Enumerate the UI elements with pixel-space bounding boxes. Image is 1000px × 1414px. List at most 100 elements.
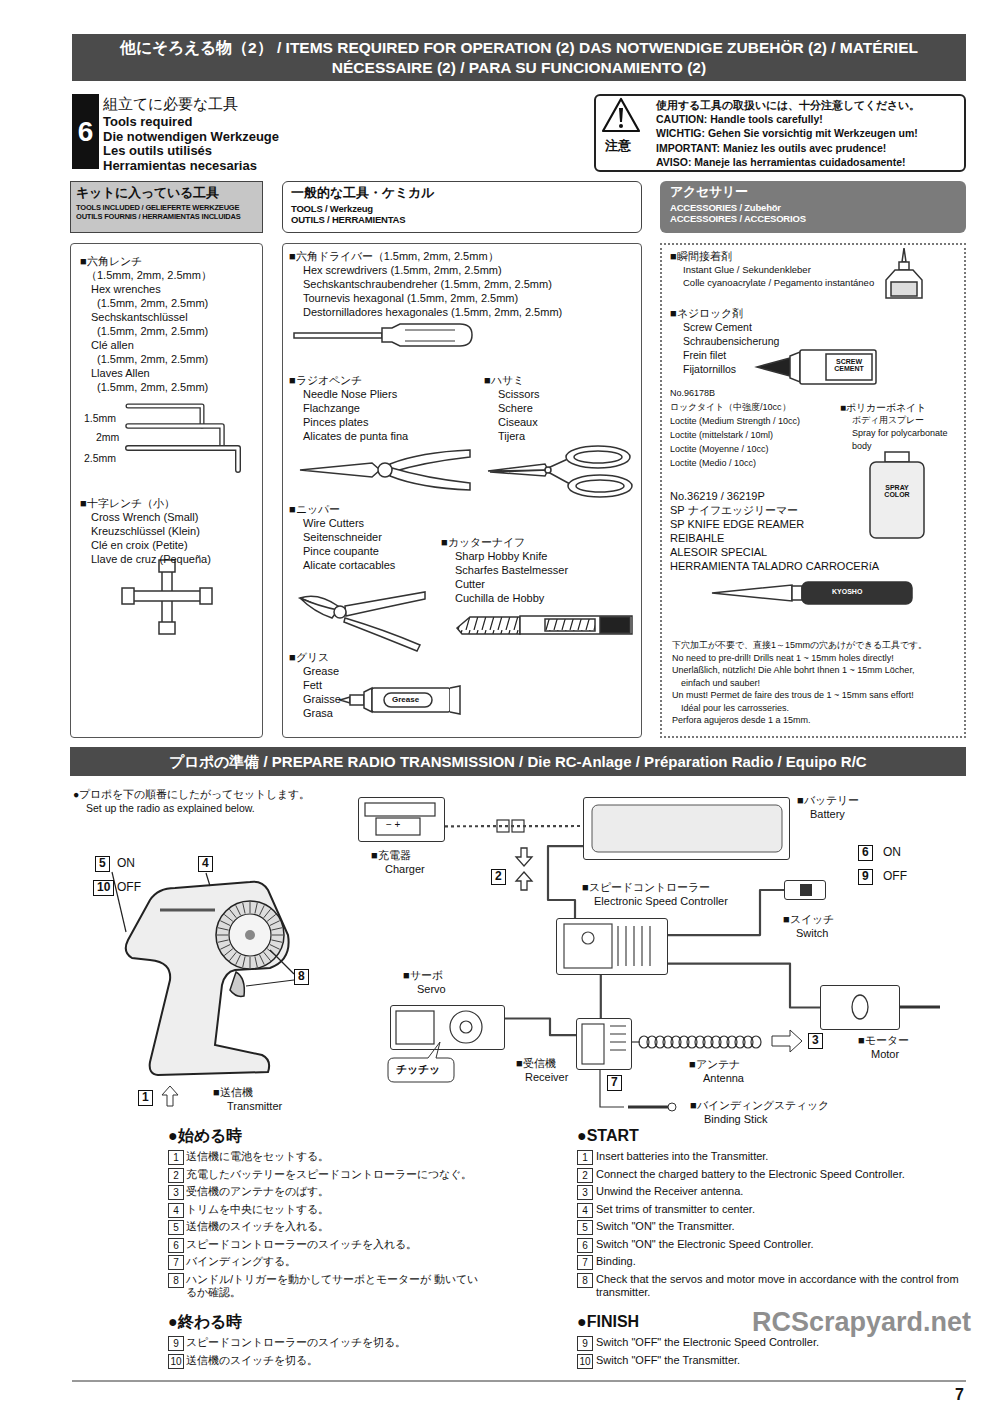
transmitter — [270, 945, 280, 950]
node-text: TOOLS INCLUDED / GELIEFERTE WERKZEUGE — [76, 203, 257, 212]
step-number: 3 — [168, 1185, 184, 1200]
spray-can — [870, 452, 924, 538]
callout-number: 6 — [858, 845, 873, 861]
transmitter — [229, 914, 271, 956]
node-text: Cuchilla de Hobby — [455, 592, 544, 605]
transmitter — [230, 972, 244, 996]
text-label: スピードコントローラーのスイッチを切る。 — [186, 1336, 486, 1349]
step-number: 5 — [168, 1220, 184, 1235]
node-text: ■カッターナイフ — [441, 536, 525, 549]
node-text: 6 — [78, 112, 94, 151]
text-label: OFF — [117, 880, 141, 894]
connect-arrows — [516, 872, 532, 890]
node-text: Unerläßlich, nützlich! Die Ahle bohrt Ih… — [672, 665, 914, 676]
binding-stick — [600, 1070, 676, 1111]
hobby-knife — [520, 616, 632, 634]
text-label: ●START — [577, 1126, 639, 1145]
text-label: ●終わる時 — [168, 1312, 242, 1331]
node-text: Wire Cutters — [303, 517, 364, 530]
spray-can — [885, 452, 909, 462]
node-text: OUTILS / HERRAMIENTAS — [291, 214, 633, 226]
node-text: Fijatornillos — [683, 363, 736, 376]
node-text: Kreuzschlüssel (Klein) — [91, 525, 200, 538]
text-label: ●プロポを下の順番にしたがってセットします。 — [73, 788, 310, 801]
section-header: キットに入っている工具TOOLS INCLUDED / GELIEFERTE W… — [70, 181, 263, 233]
caution-box: 注意使用する工具の取扱いには、十分注意してください。CAUTION: Handl… — [594, 94, 966, 172]
wire — [505, 1019, 576, 1036]
needle-nose-pliers — [390, 468, 470, 490]
glue-bottle — [902, 248, 906, 262]
node-text: Sechskantschraubendreher (1.5mm, 2mm, 2.… — [303, 278, 552, 291]
motor-detail — [852, 995, 868, 1019]
battery-detail — [592, 805, 782, 852]
text-label: Les outils utilisés — [103, 143, 212, 159]
node-text: (1.5mm, 2mm, 2.5mm) — [97, 353, 208, 366]
node-text: Electronic Speed Controller — [594, 895, 728, 908]
screw-cement-tube — [757, 350, 876, 384]
node-text: Receiver — [525, 1071, 568, 1084]
transmitter — [236, 955, 241, 965]
node-text: REIBAHLE — [670, 532, 724, 545]
step-number: 9 — [577, 1336, 593, 1351]
node-text: Cutter — [455, 578, 485, 591]
text-label: トリムを中央にセットする。 — [186, 1203, 486, 1216]
watermark: RCScrapyard.net — [752, 1306, 971, 1338]
node-text: ■ハサミ — [484, 374, 524, 387]
step-number: 10 — [577, 1354, 593, 1369]
scissors — [576, 480, 624, 492]
transmitter — [272, 935, 283, 936]
connect-arrows — [516, 848, 532, 890]
node-text: Servo — [417, 983, 446, 996]
text-label: 送信機のスイッチを入れる。 — [186, 1220, 486, 1233]
node-text: SPRAY COLOR — [879, 484, 915, 499]
needle-nose-pliers — [390, 450, 470, 472]
callout-number: 4 — [198, 856, 213, 872]
transmitter — [271, 940, 282, 942]
hex-wrench — [128, 406, 238, 470]
node-text: 2mm — [96, 431, 119, 444]
node-text: Ciseaux — [498, 416, 538, 429]
node-text: SCREW CEMENT — [831, 358, 867, 373]
accessory-box: ■瞬間接着剤Instant Glue / SekundenkleberColle… — [660, 243, 966, 738]
transmitter — [220, 921, 230, 926]
hex-screwdriver — [405, 330, 455, 341]
step-number: 1 — [168, 1150, 184, 1165]
node-text: Clé en croix (Petite) — [91, 539, 188, 552]
node-text: ■六角ドライバー（1.5mm, 2mm, 2.5mm） — [289, 250, 499, 263]
transmitter — [218, 940, 229, 942]
transmitter — [267, 914, 276, 921]
node-text: 下穴加工が不要で、直接1～15mmの穴あけができる工具です。 — [672, 640, 927, 651]
transmitter — [250, 957, 251, 968]
cross-wrench — [128, 591, 206, 601]
step-number: 7 — [577, 1255, 593, 1270]
screw-cement-tube — [800, 350, 876, 384]
step-number: 6 — [168, 1238, 184, 1253]
hex-wrench — [128, 426, 222, 448]
scissors — [490, 470, 548, 476]
text-label: チッチッ — [396, 1063, 440, 1076]
step-number: 3 — [577, 1185, 593, 1200]
text-label: 充電したバッテリーをスピードコントローラーにつなぐ。 — [186, 1168, 486, 1181]
text-label: 7 — [955, 1385, 964, 1404]
text-label: Binding. — [596, 1255, 968, 1268]
needle-nose-pliers — [300, 450, 470, 490]
scissors — [574, 451, 622, 463]
text-label: Switch "ON" the Transmitter. — [596, 1220, 968, 1233]
callout-number: 7 — [607, 1075, 622, 1091]
node-text: Llaves Allen — [91, 367, 150, 380]
node-text: 1.5mm — [84, 412, 116, 425]
text-label: ■バインディングスティック — [690, 1099, 829, 1112]
node-text: Un must! Permet de faire des trous de 1 … — [672, 690, 914, 701]
node-text: (1.5mm, 2mm, 2.5mm) — [97, 297, 208, 310]
servo-detail — [396, 1011, 482, 1044]
node-text: プロポの準備 / PREPARE RADIO TRANSMISSION / Di… — [169, 753, 866, 771]
text-label: Herramientas necesarias — [103, 158, 257, 174]
glue-bottle — [899, 262, 909, 270]
step-number: 2 — [577, 1168, 593, 1183]
text-label: ●FINISH — [577, 1312, 639, 1331]
leader-line — [246, 980, 294, 986]
node-text: HERRAMIENTA TALADRO CARROCERíA — [670, 560, 879, 573]
hex-screwdriver — [294, 333, 382, 338]
section-band: プロポの準備 / PREPARE RADIO TRANSMISSION / Di… — [70, 747, 966, 776]
node-text: ■スイッチ — [783, 913, 834, 926]
